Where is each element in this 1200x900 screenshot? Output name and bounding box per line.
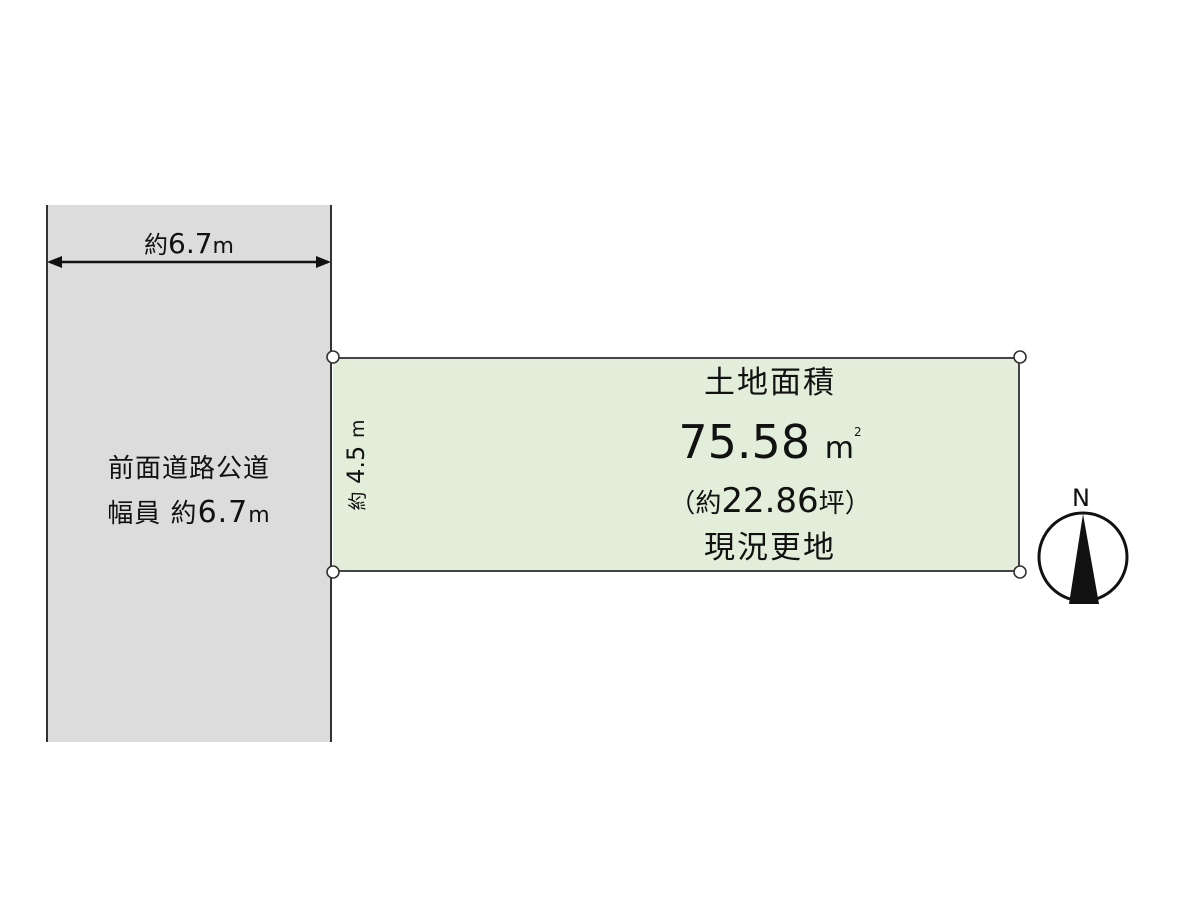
land-area-tsubo: （約22.86坪） (669, 481, 871, 521)
lot-corner-markers (326, 350, 1027, 579)
lot-info: 土地面積 75.58 m2 （約22.86坪） 現況更地 (560, 362, 980, 568)
road-type: 前面道路公道 (107, 454, 270, 484)
land-lot (333, 357, 1020, 572)
corner-marker-nw (326, 350, 340, 364)
corner-marker-ne (1013, 350, 1027, 364)
land-area-value: 75.58 m2 (678, 415, 862, 469)
lot-depth-dimension: 約 4.5 m (342, 419, 370, 511)
road-label: 前面道路公道 幅員 約6.7m (46, 447, 332, 538)
land-status: 現況更地 (704, 530, 836, 566)
north-compass-icon (1037, 511, 1129, 604)
land-area-title: 土地面積 (704, 365, 836, 401)
road-width-text: 幅員 約6.7m (107, 495, 271, 530)
corner-marker-se (1013, 565, 1027, 579)
front-road (46, 205, 332, 742)
corner-marker-sw (326, 565, 340, 579)
road-width-arrow (47, 256, 331, 268)
road-width-dimension: 約6.7m (144, 227, 234, 260)
compass-north-label: N (1072, 484, 1090, 512)
